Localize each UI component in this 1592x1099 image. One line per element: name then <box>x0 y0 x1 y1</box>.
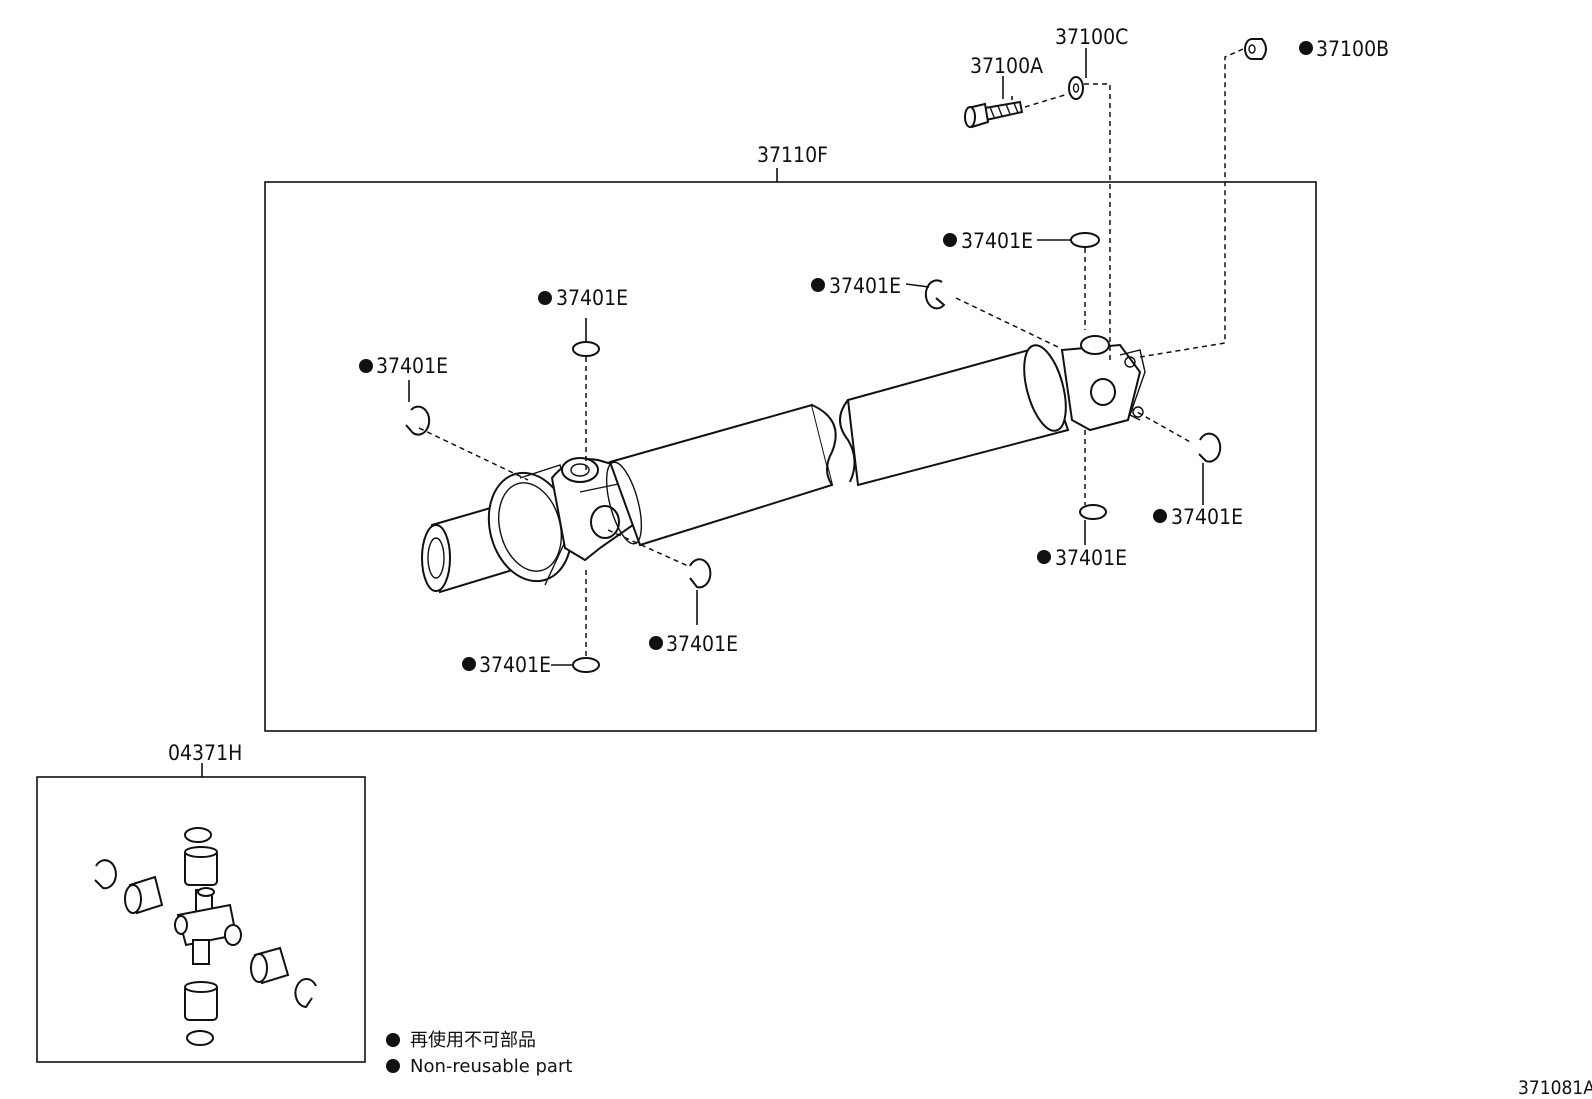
snap-ring-callout: 37401E <box>556 286 628 310</box>
non-reusable-dot-icon <box>1299 41 1313 55</box>
nut-icon <box>1244 38 1267 60</box>
snap-ring-callout: 37401E <box>376 354 448 378</box>
snap-ring-icon <box>572 341 600 357</box>
legend-japanese: 再使用不可部品 <box>410 1030 536 1051</box>
snap-ring-icon <box>689 558 712 589</box>
spider-cross-icon <box>174 887 242 965</box>
shaft-assembly-callout: 37110F <box>757 143 828 167</box>
shaft-assembly-box <box>264 181 1317 732</box>
figure-id: 371081A <box>1518 1077 1592 1099</box>
snap-ring-icon <box>186 1030 214 1046</box>
snap-ring-icon <box>294 978 317 1009</box>
washer-callout: 37100C <box>1055 25 1128 49</box>
spider-kit-callout: 04371H <box>168 741 242 765</box>
snap-ring-icon <box>94 859 117 890</box>
non-reusable-dot-icon <box>462 657 476 671</box>
legend-dot-icon <box>386 1033 400 1047</box>
propeller-shaft <box>421 335 1146 594</box>
non-reusable-dot-icon <box>943 233 957 247</box>
nut-callout: 37100B <box>1316 37 1389 61</box>
snap-ring-callout: 37401E <box>666 632 738 656</box>
washer-icon <box>1068 76 1084 100</box>
snap-ring-callout: 37401E <box>1171 505 1243 529</box>
non-reusable-dot-icon <box>649 636 663 650</box>
washer-dashed-leader <box>1084 83 1111 360</box>
snap-ring-icon <box>1070 232 1100 248</box>
universal-joint-kit <box>94 827 317 1046</box>
non-reusable-dot-icon <box>359 359 373 373</box>
snap-ring-icon <box>405 405 431 436</box>
non-reusable-dot-icon <box>1037 550 1051 564</box>
snap-ring-callout: 37401E <box>1055 546 1127 570</box>
non-reusable-dot-icon <box>538 291 552 305</box>
non-reusable-dot-icon <box>1153 509 1167 523</box>
non-reusable-dot-icon <box>811 278 825 292</box>
snap-ring-callout: 37401E <box>479 653 551 677</box>
nut-dashed-leader <box>1139 48 1244 358</box>
bolt-callout: 37100A <box>970 54 1043 78</box>
snap-ring-callout: 37401E <box>961 229 1033 253</box>
snap-ring-icon <box>924 279 946 310</box>
legend-english: Non-reusable part <box>410 1056 572 1077</box>
snap-ring-callout: 37401E <box>829 274 901 298</box>
snap-ring-icon <box>184 827 212 843</box>
snap-ring-icon <box>1198 432 1222 463</box>
spider-kit-box <box>36 776 366 1063</box>
bolt-icon <box>964 100 1024 129</box>
snap-ring-icon <box>572 657 600 673</box>
legend-dot-icon <box>386 1059 400 1073</box>
snap-ring-icon <box>1079 504 1107 520</box>
bolt-dashed-leader <box>1024 93 1069 108</box>
